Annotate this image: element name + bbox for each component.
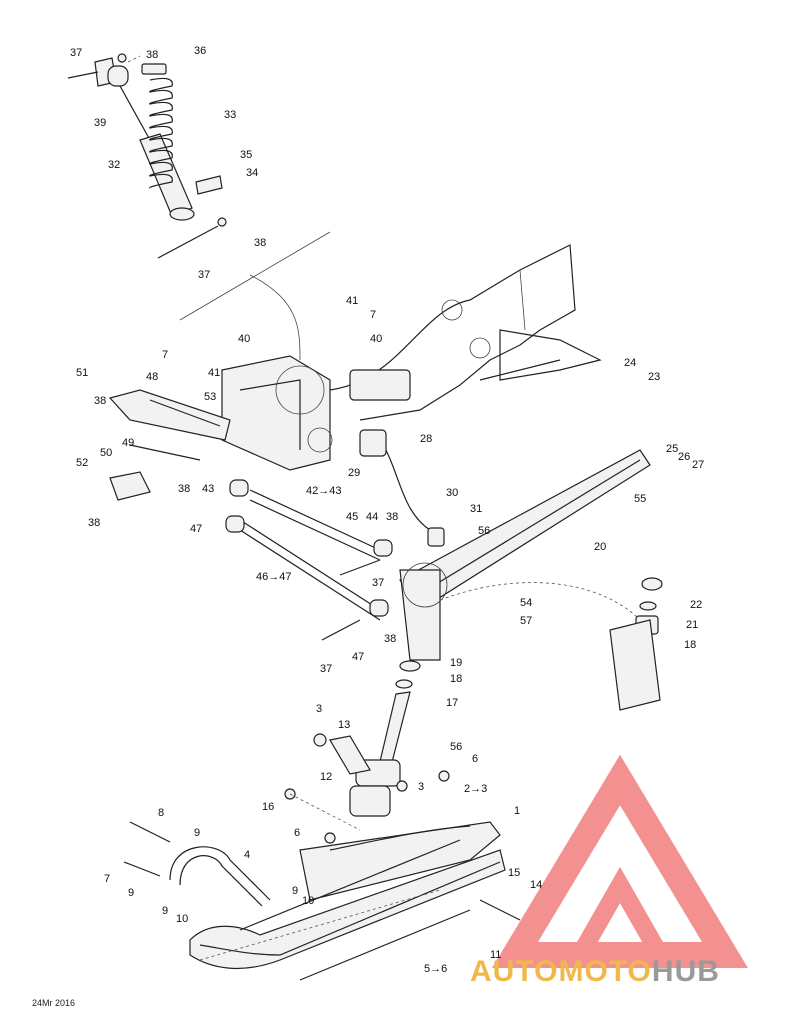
callout-label: 38 xyxy=(88,517,101,529)
spindle-detail-right xyxy=(609,577,663,711)
callout-label: 37 xyxy=(320,663,333,675)
callout-label: 38 xyxy=(146,49,159,61)
shaft-and-block xyxy=(313,733,391,817)
callout-label: 3 xyxy=(316,703,323,715)
callout-label: 31 xyxy=(470,503,483,515)
callout-label: 10 xyxy=(302,895,315,907)
callout-label: 33 xyxy=(224,109,237,121)
callout-label: 37 xyxy=(198,269,211,281)
callout-label: 37 xyxy=(70,47,83,59)
callout-label: 45 xyxy=(346,511,359,523)
callout-label: 47 xyxy=(190,523,203,535)
callout-label: 9 xyxy=(194,827,201,839)
callout-label: 36 xyxy=(194,45,207,57)
callout-label: 56 xyxy=(450,741,463,753)
callout-label: 39 xyxy=(94,117,107,129)
ski xyxy=(189,821,506,981)
callout-label: 44 xyxy=(366,511,379,523)
callout-label: 7 xyxy=(104,873,111,885)
callout-label: 8 xyxy=(158,807,165,819)
callout-label: 29 xyxy=(348,467,361,479)
callout-label: 21 xyxy=(686,619,699,631)
callout-label: 19 xyxy=(450,657,463,669)
callout-label: 13 xyxy=(338,719,351,731)
callout-label: 34 xyxy=(246,167,259,179)
suspension-bracket xyxy=(221,355,411,471)
callout-label: 11 xyxy=(490,949,502,961)
callout-label: 6 xyxy=(294,827,301,839)
diagram-code: 24Mr 2016 xyxy=(32,998,76,1008)
callout-label: 12 xyxy=(320,771,333,783)
callout-label: 38 xyxy=(254,237,267,249)
callout-label: 20 xyxy=(594,541,607,553)
callout-label: 27 xyxy=(692,459,705,471)
callout-label: 42→43 xyxy=(306,485,342,497)
callout-label: 24 xyxy=(624,357,637,369)
callout-label: 14 xyxy=(530,879,543,891)
callout-label: 16 xyxy=(262,801,275,813)
callout-label: 28 xyxy=(420,433,433,445)
callout-label: 7 xyxy=(162,349,169,361)
callout-label: 17 xyxy=(446,697,459,709)
rear-arm-bar xyxy=(108,389,231,501)
trailing-arm xyxy=(399,449,651,661)
callout-label: 26 xyxy=(678,451,691,463)
callout-label: 2→3 xyxy=(464,783,488,795)
callout-label: 57 xyxy=(520,615,533,627)
callout-label: 1 xyxy=(514,805,521,817)
callout-label: 41 xyxy=(346,295,359,307)
callout-label: 30 xyxy=(446,487,459,499)
callout-label: 38 xyxy=(94,395,107,407)
callout-label: 50 xyxy=(100,447,113,459)
callout-label: 51 xyxy=(76,367,89,379)
callout-label: 49 xyxy=(122,437,135,449)
callout-label: 48 xyxy=(146,371,159,383)
callout-label: 18 xyxy=(684,639,697,651)
callout-label: 3 xyxy=(418,781,425,793)
steering-link xyxy=(359,429,445,547)
callout-label: 6 xyxy=(472,753,479,765)
callout-label: 22 xyxy=(690,599,703,611)
callout-label: 32 xyxy=(108,159,121,171)
callout-label: 40 xyxy=(370,333,383,345)
watermark-text: AUTOMOTOHUB xyxy=(470,955,720,989)
link-rods xyxy=(129,444,393,641)
callout-label: 15 xyxy=(508,867,521,879)
callout-label: 7 xyxy=(370,309,377,321)
automotohub-logo xyxy=(492,754,748,968)
callout-label: 52 xyxy=(76,457,89,469)
callout-label: 37 xyxy=(372,577,385,589)
callout-label: 38 xyxy=(386,511,399,523)
bolts-lower xyxy=(123,770,521,961)
callout-label: 43 xyxy=(202,483,215,495)
callout-label: 23 xyxy=(648,371,661,383)
coil-spring xyxy=(141,63,223,195)
callout-label: 53 xyxy=(204,391,217,403)
callout-label: 47 xyxy=(352,651,365,663)
watermark-part1: AUTOMOTO xyxy=(470,955,652,988)
shock-absorber xyxy=(94,57,195,221)
callout-label: 25 xyxy=(666,443,679,455)
ski-loop-handle xyxy=(169,846,271,907)
bolts-upper xyxy=(67,53,227,259)
callout-label: 10 xyxy=(176,913,189,925)
callout-label: 38 xyxy=(384,633,397,645)
callout-label: 4 xyxy=(244,849,251,861)
callout-label: 9 xyxy=(292,885,299,897)
callout-label: 41 xyxy=(208,367,221,379)
callout-label: 38 xyxy=(178,483,191,495)
callout-label: 56 xyxy=(478,525,491,537)
callout-label: 54 xyxy=(520,597,533,609)
watermark-part2: HUB xyxy=(651,955,720,988)
callout-label: 55 xyxy=(634,493,647,505)
callout-label: 35 xyxy=(240,149,253,161)
callout-label: 18 xyxy=(450,673,463,685)
callout-label: 40 xyxy=(238,333,251,345)
callout-label: 9 xyxy=(128,887,135,899)
callout-label: 5→6 xyxy=(424,963,448,975)
callout-label: 9 xyxy=(162,905,169,917)
callout-label: 46→47 xyxy=(256,571,292,583)
